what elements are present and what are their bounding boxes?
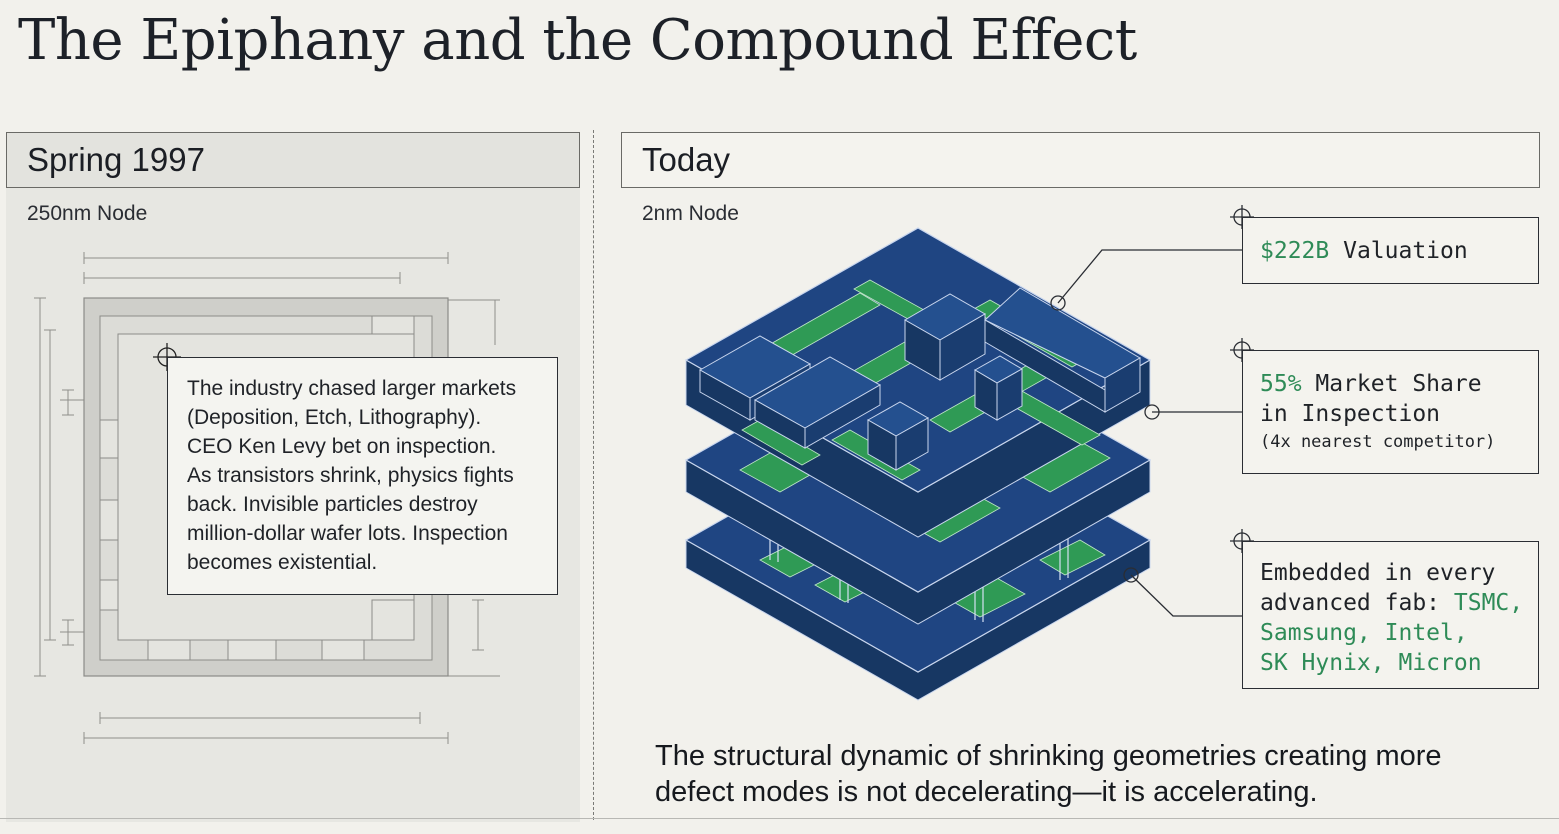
embedded-line2-prefix: advanced fab: bbox=[1260, 590, 1454, 616]
callout-line: As transistors shrink, physics fights bbox=[187, 464, 514, 487]
callout-line: (Deposition, Etch, Lithography). bbox=[187, 406, 482, 429]
callout-line: The industry chased larger markets bbox=[187, 377, 517, 400]
market-share-line2: in Inspection bbox=[1260, 401, 1441, 427]
spring-1997-header: Spring 1997 bbox=[6, 132, 580, 188]
embedded-line1: Embedded in every bbox=[1260, 560, 1496, 586]
callout-line: becomes existential. bbox=[187, 551, 378, 574]
conclusion-line: The structural dynamic of shrinking geom… bbox=[655, 740, 1442, 772]
chip-layer-top bbox=[684, 227, 1152, 538]
market-share-box: 55% Market Share in Inspection (4x neare… bbox=[1242, 350, 1539, 474]
conclusion-text: The structural dynamic of shrinking geom… bbox=[655, 738, 1545, 810]
embedded-line4: SK Hynix, Micron bbox=[1260, 650, 1482, 676]
node-250nm-label: 250nm Node bbox=[27, 202, 148, 225]
page-title: The Epiphany and the Compound Effect bbox=[18, 8, 1137, 73]
bottom-rule bbox=[0, 818, 1559, 819]
embedded-box: Embedded in every advanced fab: TSMC, Sa… bbox=[1242, 541, 1539, 689]
embedded-line2-names: TSMC, bbox=[1453, 590, 1524, 616]
market-share-label: Market Share bbox=[1301, 371, 1482, 397]
embedded-line3: Samsung, Intel, bbox=[1260, 620, 1468, 646]
conclusion-line: defect modes is not decelerating—it is a… bbox=[655, 776, 1318, 808]
left-callout-text: The industry chased larger markets (Depo… bbox=[167, 357, 558, 595]
callout-line: million-dollar wafer lots. Inspection bbox=[187, 522, 508, 545]
market-share-value: 55% bbox=[1260, 371, 1302, 397]
node-2nm-label: 2nm Node bbox=[642, 202, 739, 225]
valuation-value: $222B bbox=[1260, 238, 1330, 264]
today-header: Today bbox=[621, 132, 1540, 188]
panel-divider bbox=[593, 130, 594, 820]
market-share-note: (4x nearest competitor) bbox=[1260, 432, 1496, 452]
callout-line: back. Invisible particles destroy bbox=[187, 493, 478, 516]
callout-line: CEO Ken Levy bet on inspection. bbox=[187, 435, 497, 458]
valuation-label: Valuation bbox=[1329, 238, 1468, 264]
valuation-box: $222B Valuation bbox=[1242, 217, 1539, 284]
